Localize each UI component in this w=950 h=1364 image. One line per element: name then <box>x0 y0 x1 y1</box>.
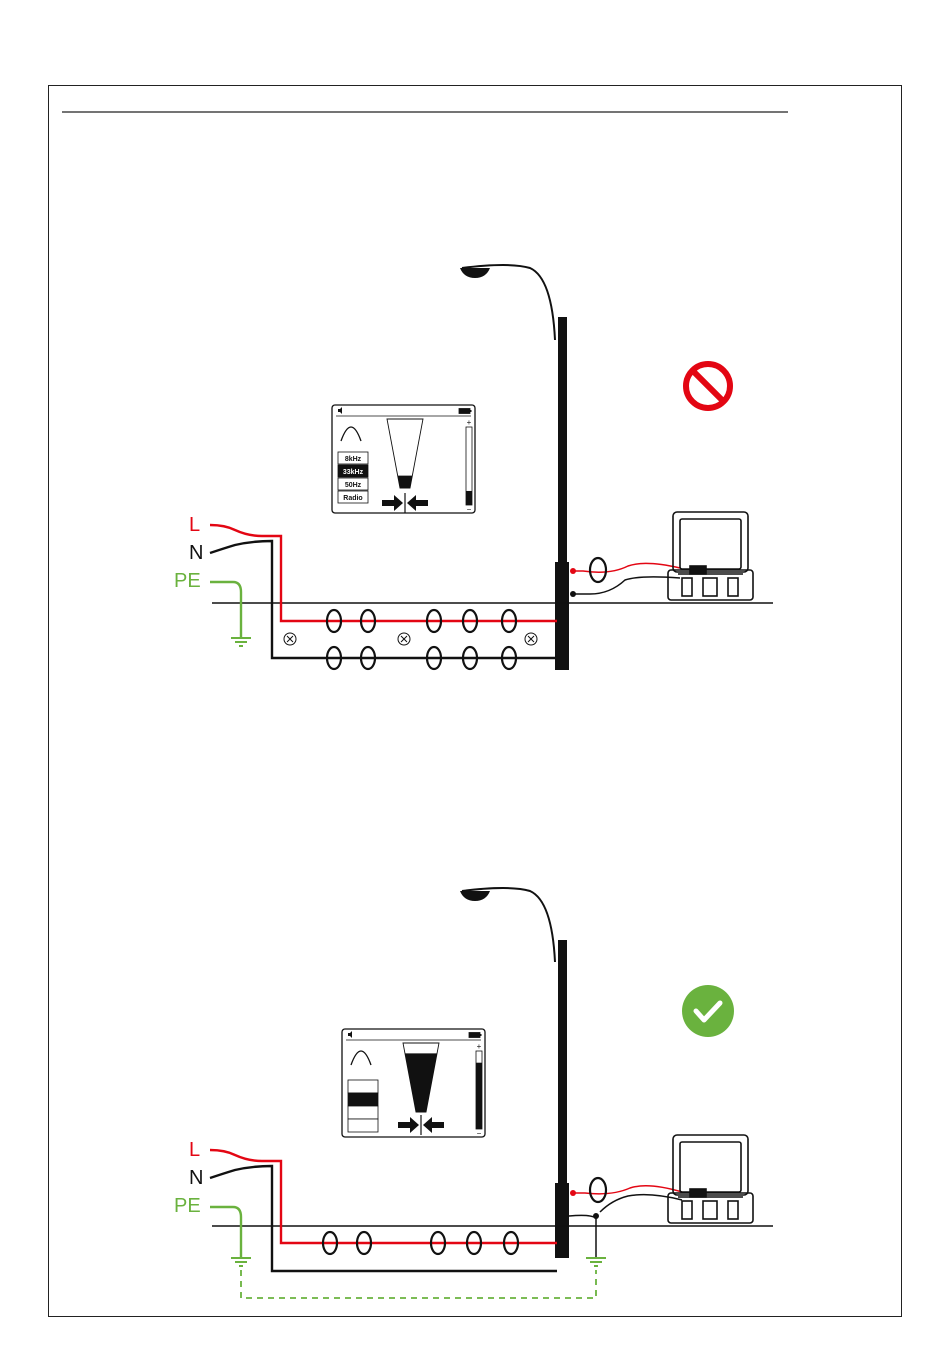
label-live: L <box>189 514 200 536</box>
earth-symbol <box>586 1258 606 1266</box>
transmitter-connection <box>570 558 680 597</box>
check-circle-icon <box>682 985 734 1037</box>
battery-icon <box>469 1033 480 1038</box>
neutral-cable <box>210 541 557 658</box>
no-entry-icon <box>686 364 730 408</box>
locator-screen: + − <box>342 1029 485 1138</box>
earth-return-lead <box>569 1215 596 1258</box>
live-cable <box>210 1150 557 1243</box>
transmitter <box>668 512 753 600</box>
signal-cone-fill <box>398 476 413 488</box>
label-neutral: N <box>189 1167 203 1189</box>
freq-option-2: 33kHz <box>343 469 364 476</box>
live-cable <box>210 525 557 621</box>
label-live: L <box>189 1139 200 1161</box>
earth-symbol <box>231 638 251 646</box>
earth-return-path <box>241 1270 596 1298</box>
transmitter-connection <box>570 1178 682 1212</box>
meter-plus: + <box>477 1042 482 1051</box>
neutral-cable <box>210 1166 557 1271</box>
locator-screen: 8kHz 33kHz 50Hz Radio + − <box>332 405 475 514</box>
freq-option-3: 50Hz <box>345 482 362 489</box>
label-earth: PE <box>174 570 201 592</box>
no-signal-markers <box>284 633 537 645</box>
street-lamp <box>460 265 569 670</box>
clamp-icon <box>590 1178 606 1202</box>
meter-plus: + <box>467 418 472 427</box>
battery-icon <box>459 409 470 414</box>
transmitter <box>668 1135 753 1223</box>
earth-cable <box>210 582 241 638</box>
signal-level-fill <box>466 491 472 505</box>
earth-symbol <box>231 1258 251 1266</box>
clamp-icon <box>590 558 606 582</box>
signal-level-fill <box>476 1063 482 1129</box>
freq-option-4: Radio <box>343 495 362 502</box>
meter-minus: − <box>467 505 472 514</box>
label-neutral: N <box>189 542 203 564</box>
frequency-list <box>348 1080 378 1132</box>
meter-minus: − <box>477 1129 482 1138</box>
earth-cable <box>210 1207 241 1258</box>
label-earth: PE <box>174 1195 201 1217</box>
panel-correct: + − L N PE <box>174 888 773 1298</box>
freq-option-1: 8kHz <box>345 456 362 463</box>
panel-incorrect: 8kHz 33kHz 50Hz Radio + − <box>174 265 773 670</box>
